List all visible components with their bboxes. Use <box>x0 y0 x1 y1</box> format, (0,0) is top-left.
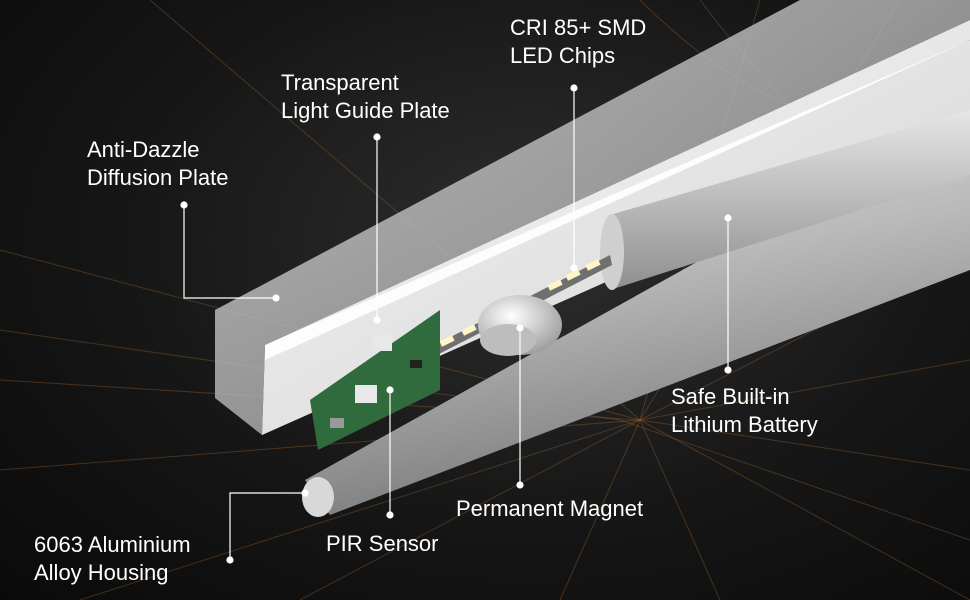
callout-housing: 6063 Aluminium Alloy Housing <box>34 531 191 587</box>
callout-cri-chips: CRI 85+ SMD LED Chips <box>510 14 646 70</box>
callout-magnet: Permanent Magnet <box>456 495 643 523</box>
callout-battery-line2: Lithium Battery <box>671 412 818 437</box>
callout-diffusion-line1: Anti-Dazzle <box>87 137 200 162</box>
callout-pir: PIR Sensor <box>326 530 439 558</box>
callout-battery-line1: Safe Built-in <box>671 384 790 409</box>
callout-housing-line2: Alloy Housing <box>34 560 169 585</box>
callout-light-guide: Transparent Light Guide Plate <box>281 69 450 125</box>
callout-diffusion-line2: Diffusion Plate <box>87 165 229 190</box>
lithium-battery <box>610 110 970 290</box>
callout-diffusion: Anti-Dazzle Diffusion Plate <box>87 136 228 192</box>
pir-sensor-board <box>310 310 440 450</box>
light-guide-edge <box>265 20 970 360</box>
callout-magnet-line1: Permanent Magnet <box>456 496 644 521</box>
callout-housing-line1: 6063 Aluminium <box>34 532 191 557</box>
housing-end-cap <box>302 477 334 517</box>
callout-light-guide-line2: Light Guide Plate <box>281 98 450 123</box>
callout-light-guide-line1: Transparent <box>281 70 399 95</box>
callout-pir-line1: PIR Sensor <box>326 531 439 556</box>
battery-end <box>600 214 624 290</box>
callout-battery: Safe Built-in Lithium Battery <box>671 383 818 439</box>
callout-cri-chips-line2: LED Chips <box>510 43 616 68</box>
magnet-rim <box>480 324 536 356</box>
diffusion-plate <box>215 0 970 435</box>
callout-cri-chips-line1: CRI 85+ SMD <box>510 15 647 40</box>
callout-lines <box>180 84 732 564</box>
